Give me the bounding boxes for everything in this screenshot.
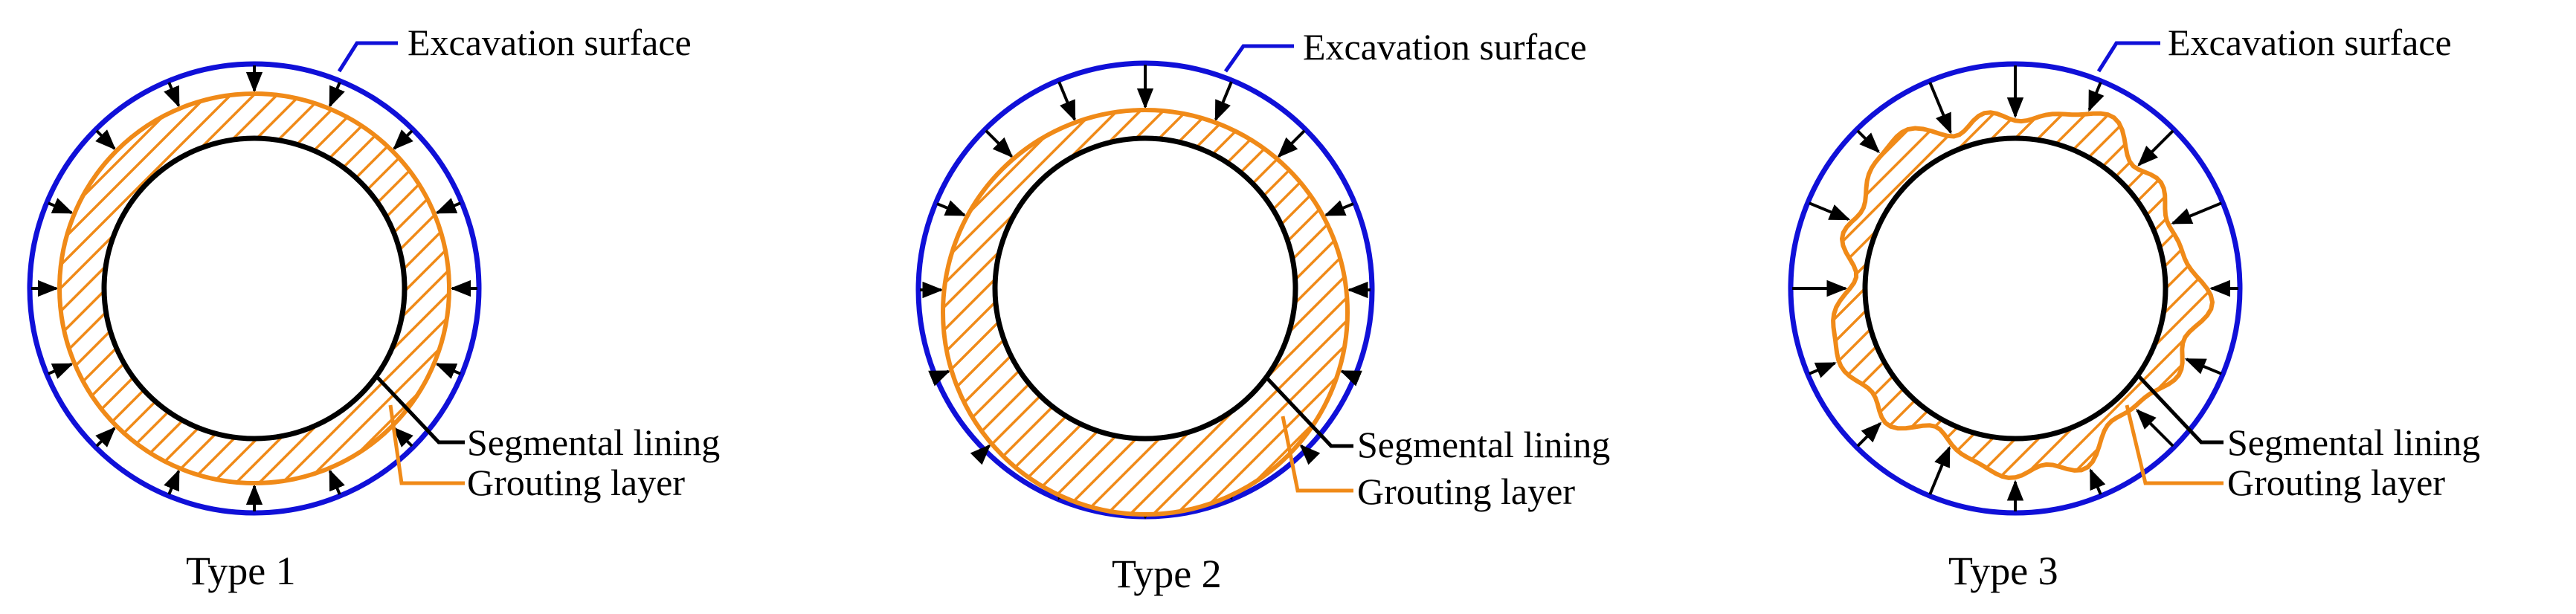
pressure-arrow [2089,468,2106,495]
pressure-arrow [1928,82,1952,135]
pressure-arrows [1792,65,2238,511]
pressure-arrow [2137,129,2174,167]
pressure-arrow [435,362,461,379]
segmental-lining-circle [992,135,1298,442]
pressure-arrow [985,129,1014,158]
panel-type-3: Excavation surface Segmental lining Grou… [1788,22,2480,593]
pressure-arrow [1928,445,1951,495]
panel-caption: Type 1 [186,549,296,593]
pressure-arrow [393,427,413,447]
pressure-arrow [164,469,181,495]
excavation-surface-label: Excavation surface [1303,26,1587,68]
pressure-arrow [1214,81,1233,122]
pressure-arrow [48,198,74,215]
segmental-lining-label: Segmental lining [2227,421,2480,463]
pressure-arrow [2135,408,2174,447]
pressure-arrow [936,200,967,217]
pressure-arrow [48,362,74,379]
grouting-layer-leader [388,404,465,485]
panel-caption: Type 3 [1948,549,2058,593]
segmental-lining-leader [1266,378,1353,448]
segmental-lining-leader [374,374,465,445]
pressure-arrow [1277,129,1306,158]
pressure-arrow [1856,421,1882,447]
panel-type-1: Excavation surface Segmental lining Grou… [27,22,720,593]
pressure-arrow [328,82,345,108]
segmental-lining-circle [1862,135,2168,442]
grouting-layer-label: Grouting layer [2227,462,2445,503]
pressure-arrow [393,129,413,150]
pressure-arrow [1324,200,1354,217]
grouting-layer-label: Grouting layer [467,462,685,503]
pressure-arrow [970,444,991,465]
segmental-lining-circle [101,135,408,442]
panel-caption: Type 2 [1112,552,1222,596]
pressure-arrow [2184,358,2222,375]
excavation-surface-leader [1223,44,1294,73]
excavation-surface-leader [337,41,398,73]
pressure-arrow [1299,444,1321,465]
segmental-lining-label: Segmental lining [467,421,720,463]
pressure-arrow [2087,82,2105,112]
excavation-surface-circle [1788,61,2243,516]
excavation-surface-circle [27,61,482,516]
pressure-arrow [435,198,461,215]
panel-type-2: Excavation surface Segmental lining Grou… [915,26,1610,596]
pressure-arrows [920,65,1371,520]
segmental-lining-label: Segmental lining [1357,424,1610,465]
excavation-surface-leader [2096,41,2160,73]
grouting-layer-leader [2125,404,2224,485]
pressure-arrow [1809,201,1851,221]
pressure-arrow [2171,201,2222,225]
excavation-surface-label: Excavation surface [2168,22,2452,63]
pressure-arrow [1057,81,1076,122]
pressure-arrow [1809,361,1837,378]
pressure-arrows [31,65,477,511]
pressure-arrow [1856,129,1881,154]
segmental-lining-leader [2137,374,2224,445]
pressure-arrow [1339,369,1362,387]
pressure-arrow [95,129,116,150]
excavation-surface-label: Excavation surface [408,22,692,63]
pressure-arrow [164,82,181,108]
grouting-layer-leader [1281,416,1353,493]
grouting-layer-label: Grouting layer [1357,471,1575,512]
pressure-arrow [328,469,345,495]
pressure-arrow [928,369,951,387]
pressure-arrow [95,427,116,447]
